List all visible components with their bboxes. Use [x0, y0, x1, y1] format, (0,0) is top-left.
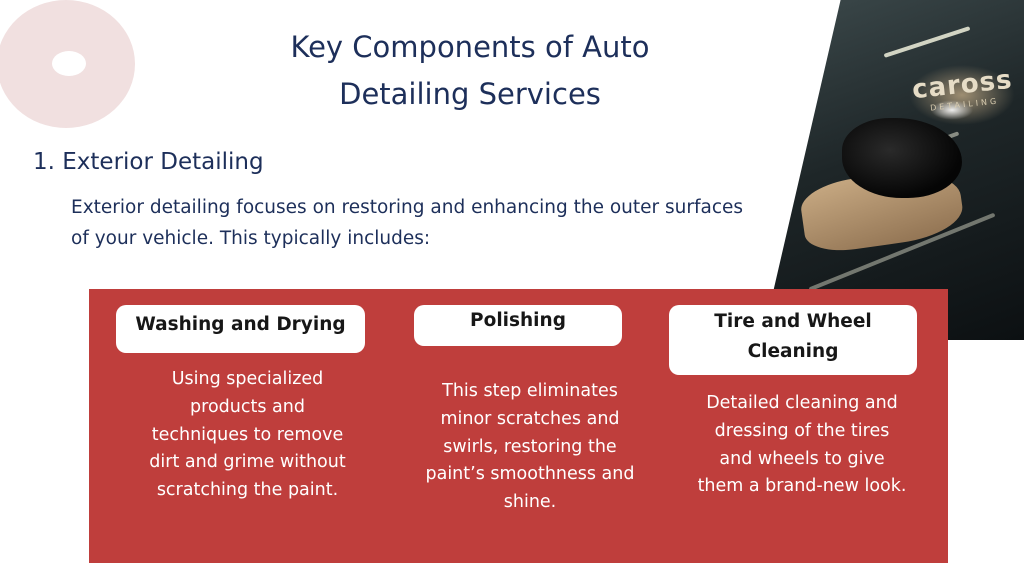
section-heading: 1. Exterior Detailing: [33, 149, 264, 175]
component-desc-tire-wheel: Detailed cleaning and dressing of the ti…: [697, 393, 907, 497]
component-label-washing: Washing and Drying: [116, 305, 365, 353]
decorative-circle-hole: [52, 51, 86, 76]
component-desc-polishing: This step eliminates minor scratches and…: [425, 381, 635, 513]
component-label-polishing: Polishing: [414, 305, 622, 346]
intro-paragraph: Exterior detailing focuses on restoring …: [71, 197, 744, 249]
gloved-hand: [842, 118, 962, 198]
component-label-tire-wheel: Tire and Wheel Cleaning: [669, 305, 917, 375]
component-desc-washing: Using specialized products and technique…: [149, 369, 346, 501]
slide-title: Key Components of Auto Detailing Service…: [290, 30, 650, 111]
light-streak: [883, 26, 971, 58]
